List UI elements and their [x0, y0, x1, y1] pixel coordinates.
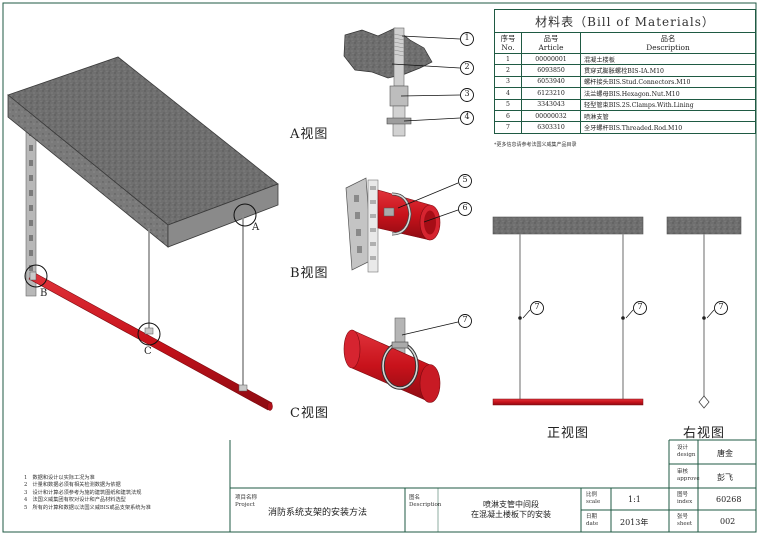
isometric-view	[7, 56, 279, 411]
detail-a	[343, 27, 433, 137]
callout-bubble-7	[714, 301, 728, 315]
callout-bubble-3	[460, 88, 474, 102]
detail-circle-b	[24, 264, 48, 288]
callout-bubble-7	[633, 301, 647, 315]
project-value: 消防系统支架的安装方法	[268, 508, 368, 518]
note-line: 5 所有的计算和数据以法国义威BIS或品支架系统为准	[24, 504, 151, 511]
view-label-c: C视图	[290, 406, 329, 421]
callout-7-front-left: 7	[534, 302, 540, 311]
detail-circle-c	[137, 322, 161, 346]
pipe-clamp	[144, 327, 154, 335]
right-view	[666, 216, 742, 409]
callout-bubble-5	[458, 174, 472, 188]
detail-b	[345, 177, 441, 273]
note-line: 3 设计和计算必须参考为施的建筑图纸和建筑法规	[24, 489, 142, 496]
view-label-front: 正视图	[547, 426, 590, 441]
callout-7: 7	[462, 315, 468, 324]
hex-nut	[386, 117, 412, 125]
callout-bubble-4	[460, 111, 474, 125]
pipe-clamp	[238, 384, 248, 392]
concrete-slab	[492, 216, 644, 235]
detail-c	[343, 317, 441, 403]
callout-2: 2	[464, 62, 470, 71]
detail-circle-a	[233, 203, 257, 227]
approve-value: 彭飞	[717, 473, 733, 482]
sheet-value: 002	[720, 517, 736, 526]
title-block	[229, 439, 756, 532]
front-view	[492, 216, 644, 406]
note-line: 1 数据和设计以实际工况为准	[24, 475, 95, 481]
date-value: 2013年	[620, 518, 649, 527]
pipe-clamp	[29, 271, 37, 281]
bom-note: *更多信息请参考法国义威集产品目录	[494, 142, 577, 148]
callout-1: 1	[464, 33, 470, 42]
callout-6: 6	[462, 203, 468, 212]
callout-5: 5	[462, 175, 468, 184]
index-value: 60268	[716, 495, 742, 504]
marker-c: C	[144, 346, 152, 357]
view-label-right: 右视图	[683, 426, 726, 441]
view-label-b: B视图	[290, 266, 329, 281]
design-value: 唐金	[717, 449, 733, 458]
sprinkler-pipe	[28, 271, 273, 411]
scale-value: 1:1	[628, 495, 641, 504]
marker-b: B	[40, 288, 48, 299]
design-notes: 1 数据和设计以实际工况为准 2 计量和数据必须有相关检测数据为依据 3 设计和…	[24, 475, 230, 512]
note-line: 4 法国义威集团有权对设计和产品材料选型	[24, 497, 126, 504]
callout-4: 4	[464, 112, 470, 121]
callout-bubble-2	[460, 61, 474, 75]
callout-bubble-7	[530, 301, 544, 315]
bom-title: 材料表（Bill of Materials）	[494, 9, 756, 32]
marker-a: A	[252, 222, 260, 233]
callout-3: 3	[464, 89, 470, 98]
concrete-slab-side	[167, 183, 279, 248]
leader-lines	[391, 35, 715, 336]
concrete-fragment	[343, 27, 433, 79]
callout-bubble-1	[460, 32, 474, 46]
pipe-section	[698, 395, 710, 409]
note-line: 2 计量和数据必须有相关检测数据为依据	[24, 482, 121, 489]
callout-bubble-7	[458, 314, 472, 328]
concrete-slab	[666, 216, 742, 235]
sprinkler-pipe	[492, 398, 644, 406]
callout-7-front-right: 7	[637, 302, 643, 311]
callout-7-right-view: 7	[718, 302, 724, 311]
view-label-a: A视图	[290, 127, 329, 142]
anchor-bolt	[393, 27, 405, 87]
callout-bubble-6	[458, 202, 472, 216]
drawing-value: 喷淋支管中间段在混凝土楼板下的安装	[471, 500, 551, 519]
